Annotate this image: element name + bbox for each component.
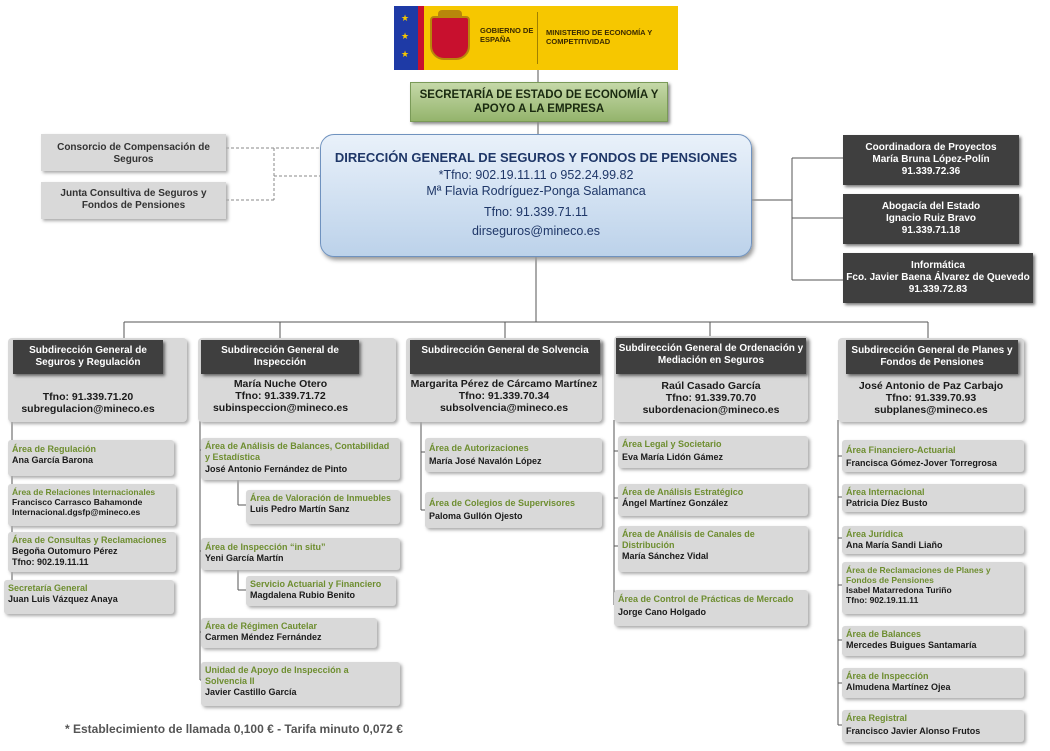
- coat-of-arms-icon: [430, 16, 470, 60]
- area-box: Área de Análisis de Balances, Contabilid…: [201, 438, 400, 480]
- gobierno-label: GOBIERNO DE ESPAÑA: [480, 26, 534, 44]
- direccion-name: Mª Flavia Rodríguez-Ponga Salamanca: [426, 184, 646, 198]
- subdireccion-email: subinspeccion@mineco.es: [212, 402, 349, 414]
- direccion-general-box: DIRECCIÓN GENERAL DE SEGUROS Y FONDOS DE…: [320, 134, 752, 257]
- area-box: Área de Análisis de Canales de Distribuc…: [618, 526, 808, 572]
- coordinadora-box: Coordinadora de Proyectos María Bruna Ló…: [843, 135, 1019, 185]
- junta-consultiva-box: Junta Consultiva de Seguros y Fondos de …: [41, 182, 226, 219]
- government-logo: ★ ★ ★ GOBIERNO DE ESPAÑA MINISTERIO DE E…: [394, 6, 678, 70]
- subdireccion-tel: Tfno: 91.339.71.20: [42, 391, 134, 403]
- area-box: Área de Inspección “in situ”Yeni García …: [201, 538, 400, 570]
- subdireccion-email: subplanes@mineco.es: [874, 404, 988, 416]
- subdireccion-header: Subdirección General de Planes y Fondos …: [846, 340, 1018, 374]
- subdireccion-header: Subdirección General de Solvencia: [410, 340, 600, 374]
- area-box: Unidad de Apoyo de Inspección a Solvenci…: [201, 662, 400, 706]
- subdireccion-header: Subdirección General de Inspección: [201, 340, 359, 374]
- eu-flag-icon: ★ ★ ★: [394, 6, 418, 70]
- informatica-box: Informática Fco. Javier Baena Álvarez de…: [843, 253, 1033, 303]
- abogacia-box: Abogacía del Estado Ignacio Ruiz Bravo 9…: [843, 194, 1019, 244]
- direccion-tfno: Tfno: 91.339.71.11: [483, 205, 589, 219]
- footnote: * Establecimiento de llamada 0,100 € - T…: [65, 722, 403, 736]
- subdireccion-tel: Tfno: 91.339.70.93: [885, 392, 977, 404]
- subdireccion-header: Subdirección General de Seguros y Regula…: [13, 340, 163, 374]
- subdireccion-email: subordenacion@mineco.es: [642, 404, 780, 416]
- subdireccion-tel: Tfno: 91.339.71.72: [235, 390, 326, 402]
- subdireccion-name: Raúl Casado García: [661, 380, 761, 392]
- area-box: Área de Reclamaciones de Planes y Fondos…: [842, 562, 1024, 614]
- direccion-title: DIRECCIÓN GENERAL DE SEGUROS Y FONDOS DE…: [334, 150, 738, 165]
- subdireccion-header: Subdirección General de Ordenación y Med…: [616, 338, 806, 374]
- subdireccion-tel: Tfno: 91.339.70.34: [458, 390, 550, 402]
- subdireccion-name: Margarita Pérez de Cárcamo Martínez: [410, 378, 598, 390]
- subdireccion-name: José Antonio de Paz Carbajo: [858, 380, 1004, 392]
- direccion-tfno-star: *Tfno: 902.19.11.11 o 952.24.99.82: [438, 168, 634, 182]
- ministerio-label: MINISTERIO DE ECONOMÍA Y COMPETITIVIDAD: [546, 28, 653, 46]
- subdireccion-tel: Tfno: 91.339.70.70: [665, 392, 757, 404]
- direccion-email: dirseguros@mineco.es: [471, 224, 601, 238]
- subdireccion-email: subsolvencia@mineco.es: [439, 402, 569, 414]
- secretaria-box: SECRETARÍA DE ESTADO DE ECONOMÍA Y APOYO…: [410, 82, 668, 122]
- consorcio-box: Consorcio de Compensación de Seguros: [41, 134, 226, 171]
- crown-icon: [438, 10, 462, 18]
- subdireccion-email: subregulacion@mineco.es: [21, 403, 155, 415]
- subdireccion-name: María Nuche Otero: [233, 378, 328, 390]
